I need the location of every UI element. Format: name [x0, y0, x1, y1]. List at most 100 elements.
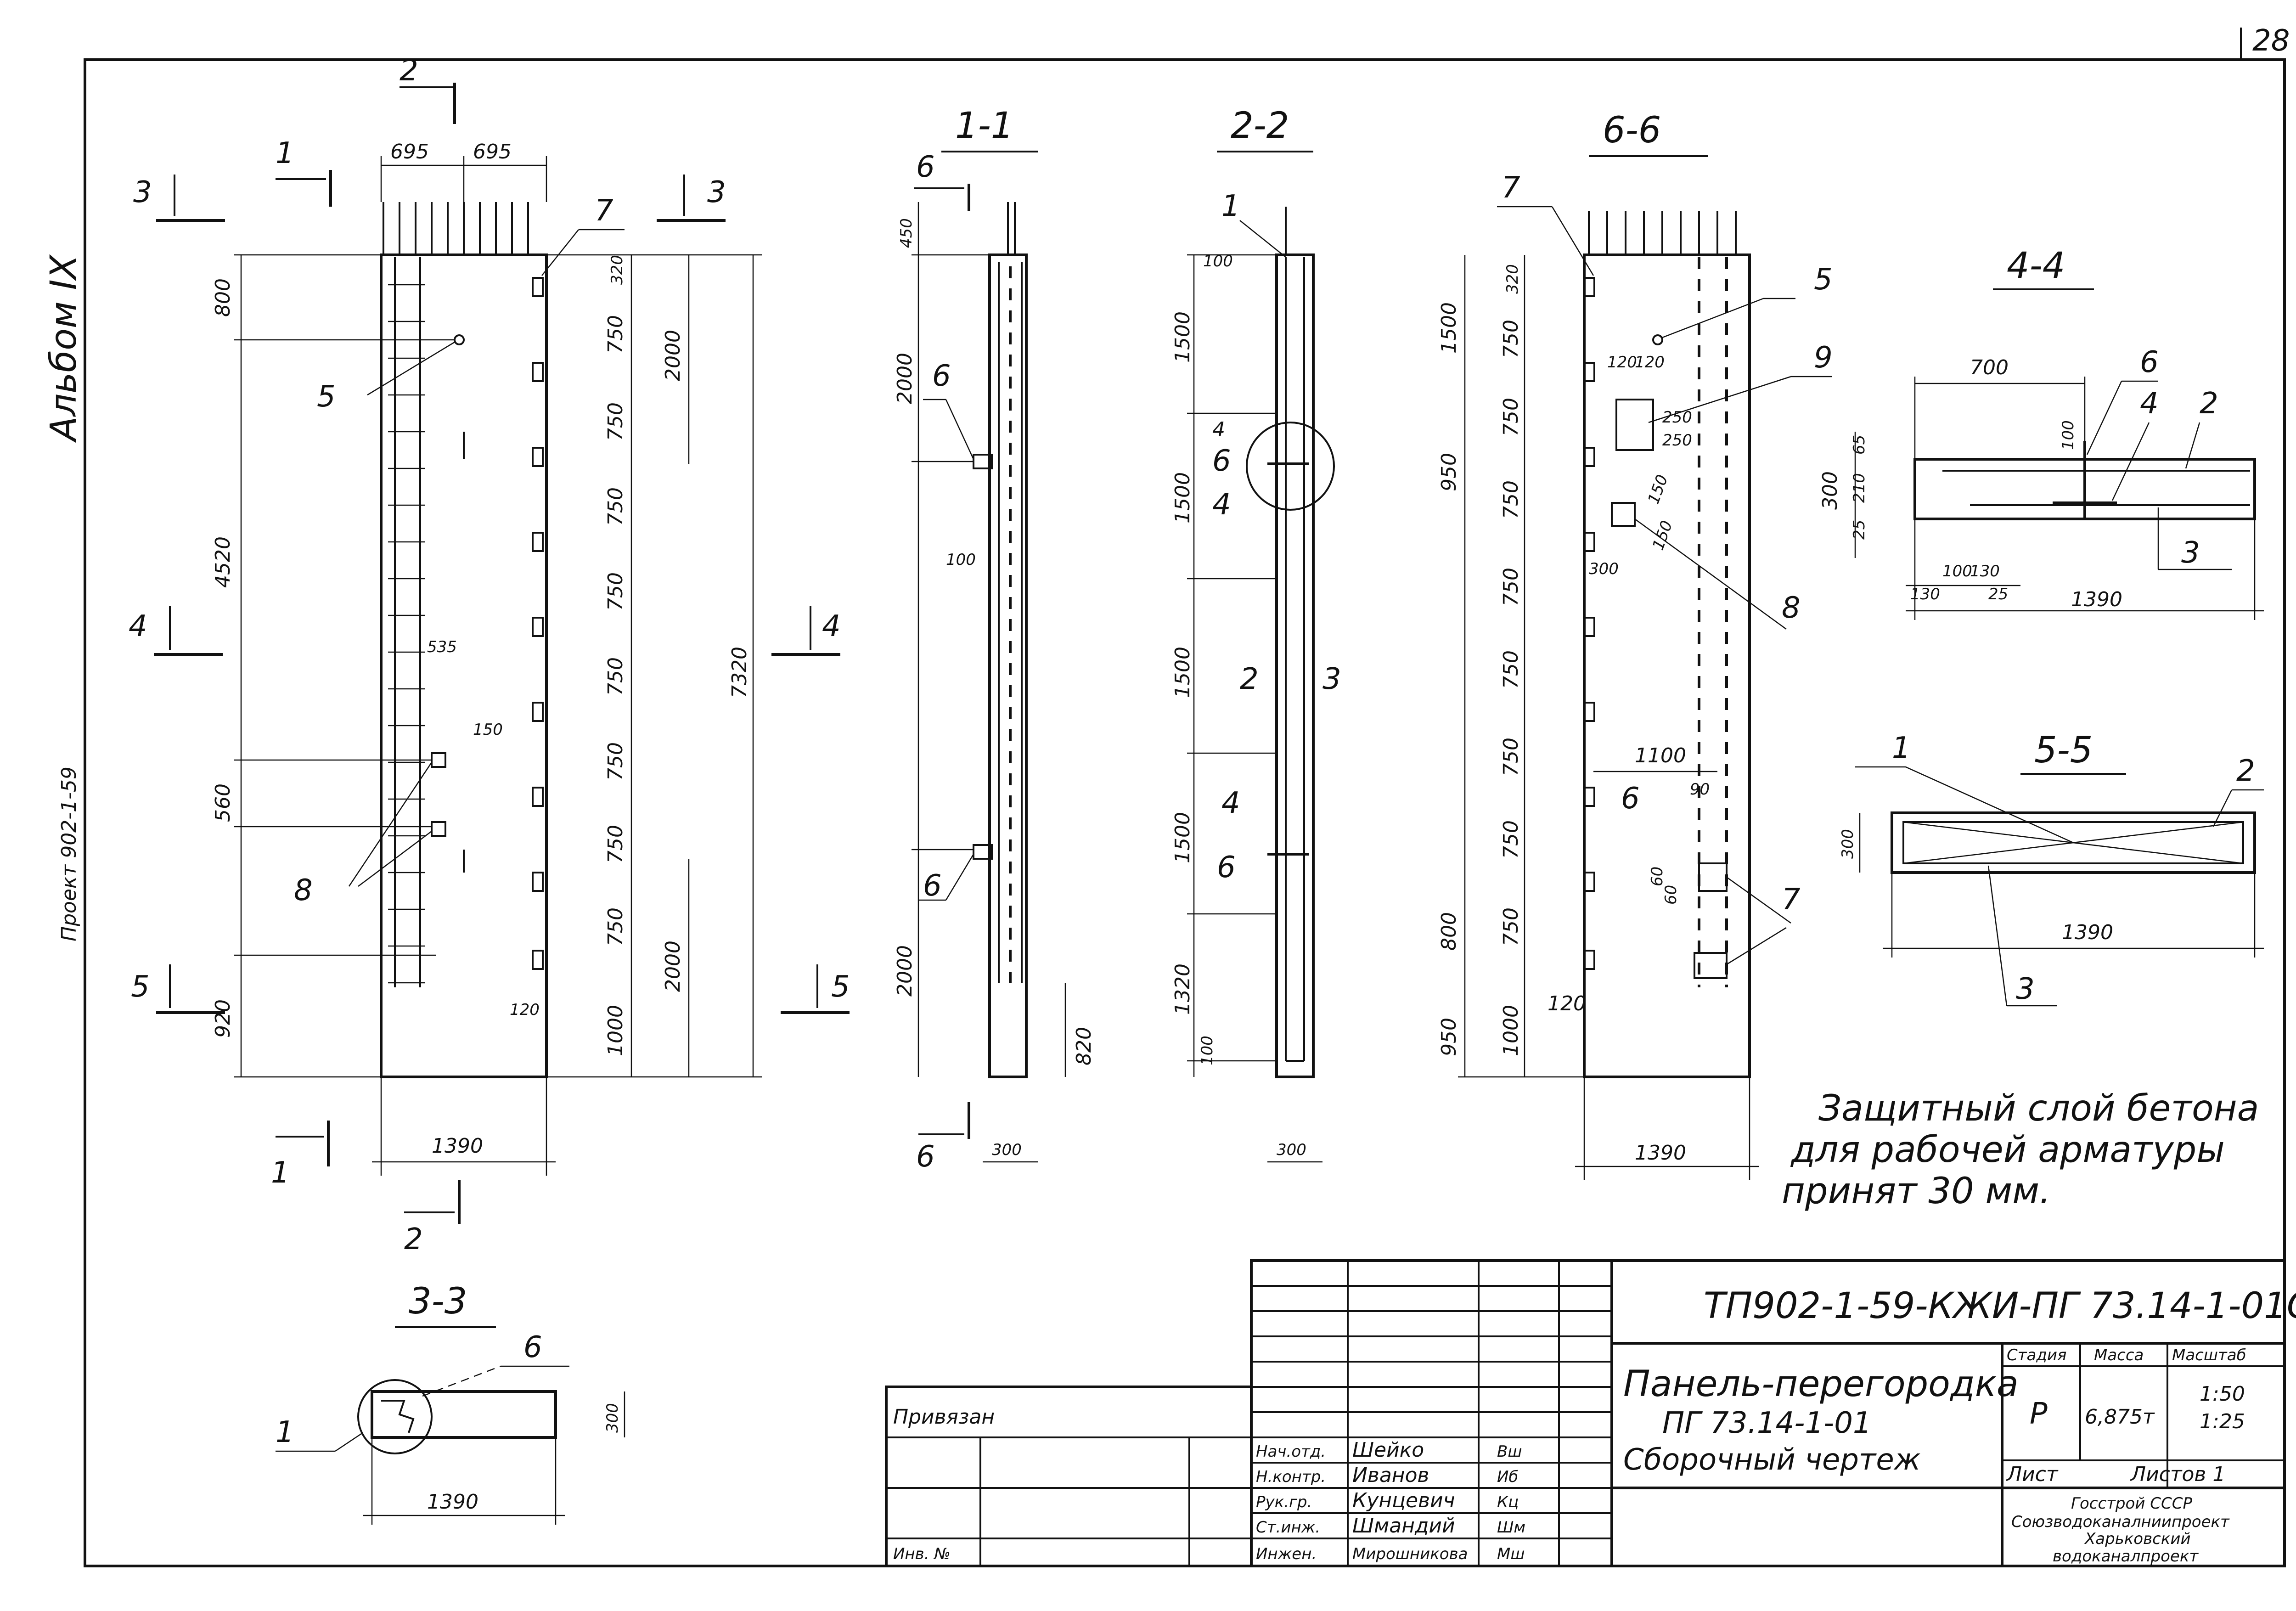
dim-1500-d: 1500 [1171, 812, 1194, 863]
rebar-frame [1902, 821, 2244, 864]
dim-1500-c: 1500 [1171, 647, 1194, 698]
section-title: 5-5 [2034, 730, 2093, 771]
scale-header: Масштаб [2172, 1346, 2246, 1364]
role-2: Рук.гр. [1256, 1493, 1312, 1511]
dim-250b: 250 [1662, 431, 1692, 450]
sign-2: Кц [1497, 1493, 1519, 1511]
callout-leader [945, 854, 974, 901]
embedded-plate [1583, 277, 1595, 297]
bound-label: Привязан [893, 1405, 995, 1429]
dim-750-6: 750 [1499, 738, 1523, 776]
role-4: Инжен. [1256, 1545, 1317, 1563]
sheets-label: Листов 1 [2130, 1463, 2225, 1486]
embedded-plate [532, 532, 544, 552]
dim-750-8: 750 [1499, 907, 1523, 946]
dim-2000-bottom: 2000 [661, 941, 685, 992]
embedded-plate [532, 702, 544, 722]
callout-6b: 6 [1217, 851, 1236, 884]
callout-1: 1 [276, 1415, 294, 1449]
callout-leader [1634, 518, 1787, 630]
dim-300: 300 [1839, 829, 1857, 859]
role-3: Ст.инж. [1256, 1518, 1320, 1537]
mass-header: Масса [2094, 1346, 2144, 1364]
note-line-2: для рабочей арматуры [1790, 1129, 2225, 1171]
dim-320: 320 [1503, 264, 1522, 294]
cut-1-bottom: 1 [271, 1156, 290, 1190]
dim-100-bottom: 100 [1198, 1036, 1216, 1065]
callout-leader [1726, 927, 1787, 965]
panel-outline [1583, 253, 1751, 1078]
dim-450: 450 [897, 218, 916, 248]
dim-750-2: 750 [1499, 398, 1523, 436]
embedded-plate [1583, 872, 1595, 892]
dim-r-7: 750 [604, 825, 627, 863]
title-name-2: ПГ 73.14-1-01 [1662, 1406, 1872, 1440]
dim-60b: 60 [1662, 885, 1680, 905]
callout-2: 2 [1240, 662, 1259, 696]
callout-2: 2 [2236, 754, 2255, 788]
section-title: 4-4 [2007, 245, 2065, 287]
dim-300: 300 [992, 1141, 1022, 1159]
note-line-1: Защитный слой бетона [1818, 1088, 2259, 1129]
title-block: Нач.отд. Шейко Вш Н.контр. Иванов Иб Рук… [885, 1259, 2296, 1567]
dim-r-1: 750 [604, 315, 627, 354]
dim-1000: 1000 [1499, 1005, 1523, 1056]
dim-750-5: 750 [1499, 650, 1523, 689]
dim-800: 800 [211, 278, 235, 317]
dim-r-2: 750 [604, 402, 627, 441]
dim-100: 100 [1942, 562, 1972, 580]
side-project-label: Проект 902-1-59 [57, 766, 81, 941]
callout-leader [422, 1365, 501, 1397]
callout-6: 6 [2140, 345, 2159, 379]
section-title: 1-1 [955, 105, 1013, 146]
sign-4: Мш [1497, 1545, 1525, 1563]
plate-7 [1698, 862, 1728, 892]
sign-3: Шм [1497, 1518, 1525, 1537]
dim-150a: 150 [1644, 472, 1672, 507]
dim-100: 100 [946, 551, 976, 569]
title-name-3: Сборочный чертеж [1623, 1443, 1921, 1477]
callout-leader [1905, 766, 2074, 844]
bound-block [885, 1386, 1253, 1567]
dim-r-5: 750 [604, 657, 627, 696]
section-1-1: 1-1 6 6 450 2000 100 2000 820 300 6 6 [893, 105, 1096, 1174]
dim-1320: 1320 [1171, 963, 1194, 1015]
callout-4b: 4 [1212, 488, 1231, 522]
dim-300: 300 [603, 1403, 622, 1433]
dim-535: 535 [427, 638, 457, 656]
callout-6: 6 [523, 1330, 542, 1364]
embedded-plate [1583, 447, 1595, 467]
name-0: Шейко [1352, 1438, 1424, 1462]
dim-130a: 130 [1970, 562, 2000, 580]
dim-r-6: 750 [604, 742, 627, 781]
callout-7-top: 7 [1502, 171, 1520, 205]
callout-6a: 6 [1212, 444, 1231, 478]
callout-8: 8 [1782, 591, 1801, 625]
plate-7 [1694, 952, 1728, 979]
callout-6: 6 [1621, 782, 1640, 816]
dim-2000-top: 2000 [661, 330, 685, 381]
dim-695-left: 695 [390, 140, 429, 163]
callout-leader [2185, 422, 2200, 469]
embedded-plate [532, 617, 544, 637]
cut-4-right: 4 [822, 609, 841, 643]
dim-r-8: 750 [604, 907, 627, 946]
sign-0: Вш [1497, 1442, 1522, 1461]
dim-1390: 1390 [1635, 1141, 1686, 1165]
callout-3: 3 [2016, 972, 2035, 1006]
section-title: 3-3 [409, 1281, 467, 1322]
dim-150b: 150 [1649, 518, 1677, 552]
dim-750-1: 750 [1499, 320, 1523, 358]
callout-leader [945, 399, 974, 460]
profile-notch [381, 1400, 415, 1433]
callout-6-bottom: 6 [923, 869, 942, 903]
lifting-loop [454, 334, 465, 345]
note-block: Защитный слой бетона для рабочей арматур… [1782, 1088, 2259, 1212]
callout-1: 1 [1221, 189, 1240, 223]
callout-leader [541, 229, 579, 276]
dim-r-0: 320 [608, 255, 626, 285]
callout-leader [1551, 206, 1594, 276]
dim-300: 300 [1818, 471, 1842, 510]
detail-circle [357, 1379, 433, 1454]
name-1: Иванов [1352, 1464, 1429, 1487]
